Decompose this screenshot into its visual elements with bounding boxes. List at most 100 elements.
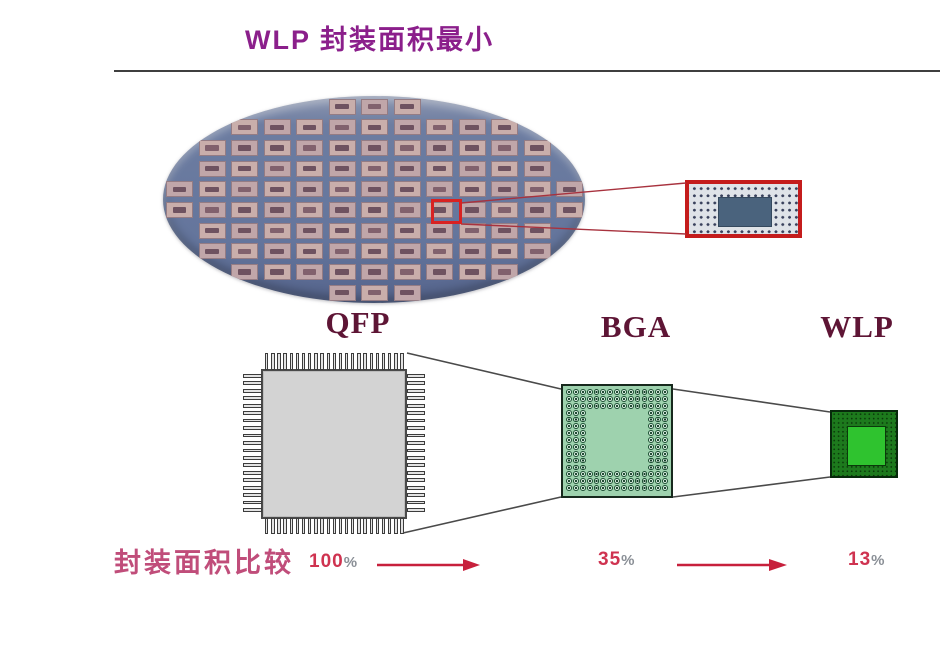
qfp-pin bbox=[407, 396, 425, 401]
wafer-die bbox=[491, 243, 518, 260]
bga-ball bbox=[614, 396, 620, 402]
bga-ball bbox=[579, 471, 586, 478]
bga-ball bbox=[614, 471, 620, 478]
bga-ball bbox=[579, 478, 586, 485]
die-core bbox=[718, 197, 772, 227]
wafer-die bbox=[393, 160, 421, 177]
bga-ball bbox=[648, 423, 655, 430]
qfp-pin bbox=[344, 353, 349, 370]
wafer-die bbox=[491, 119, 518, 136]
wafer-die bbox=[491, 181, 518, 198]
bga-ball bbox=[634, 485, 641, 491]
wafer-die bbox=[361, 264, 388, 281]
qfp-pin bbox=[283, 353, 287, 370]
wlp-die-core bbox=[847, 426, 886, 466]
page-title: WLP 封装面积最小 bbox=[245, 25, 494, 55]
qfp-pin bbox=[369, 518, 373, 534]
qfp-pin bbox=[320, 518, 324, 534]
qfp-pin bbox=[407, 508, 425, 512]
wafer-die bbox=[296, 264, 323, 281]
wafer-die bbox=[328, 139, 356, 156]
wafer-die bbox=[296, 202, 323, 218]
wafer-die bbox=[198, 181, 226, 198]
bga-ball bbox=[573, 471, 579, 478]
qfp-pin bbox=[243, 433, 262, 438]
arrow-bga-to-wlp bbox=[677, 559, 787, 571]
bga-ball bbox=[600, 478, 607, 485]
wafer-die bbox=[523, 139, 551, 156]
bga-ball bbox=[593, 485, 600, 491]
qfp-pin bbox=[407, 470, 425, 475]
bga-ball bbox=[579, 389, 586, 395]
bga-ball bbox=[662, 437, 668, 443]
bga-ball bbox=[641, 485, 648, 491]
wafer-die bbox=[393, 243, 421, 260]
wafer-die bbox=[328, 284, 356, 301]
qfp-pin bbox=[407, 403, 425, 408]
bga-ball bbox=[662, 396, 668, 402]
qfp-pin bbox=[289, 518, 293, 534]
wafer-die bbox=[458, 139, 486, 156]
bga-ball bbox=[607, 485, 614, 491]
bga-ball bbox=[573, 389, 579, 395]
qfp-pin bbox=[243, 374, 262, 378]
wafer-die bbox=[361, 222, 388, 239]
bga-ball bbox=[600, 485, 607, 491]
bga-ball bbox=[573, 423, 579, 430]
wafer-die bbox=[393, 98, 421, 115]
bga-ball bbox=[648, 396, 655, 402]
bga-ball bbox=[662, 402, 668, 409]
wafer-die bbox=[491, 160, 518, 177]
percent-sign: % bbox=[621, 552, 635, 569]
wafer-die bbox=[231, 264, 258, 281]
bga-ball bbox=[662, 423, 668, 430]
qfp-pin bbox=[301, 353, 306, 370]
bga-ball bbox=[627, 485, 634, 491]
bga-ball bbox=[566, 423, 572, 430]
qfp-pin bbox=[407, 478, 425, 483]
wafer-die bbox=[328, 119, 356, 136]
wafer-die bbox=[361, 160, 388, 177]
bga-ball bbox=[600, 402, 607, 409]
label-qfp: QFP bbox=[325, 305, 391, 340]
wafer-die bbox=[198, 202, 226, 218]
wafer-die bbox=[296, 243, 323, 260]
qfp-pin bbox=[394, 518, 398, 534]
title-underline bbox=[114, 70, 940, 72]
bga-ball bbox=[573, 444, 579, 450]
bga-ball bbox=[655, 402, 662, 409]
bga-ball bbox=[655, 409, 662, 416]
qfp-area-percent: 100% bbox=[309, 551, 357, 573]
qfp-pin bbox=[243, 396, 262, 401]
wafer-die bbox=[198, 243, 226, 260]
qfp-pin bbox=[243, 493, 262, 497]
qfp-pin bbox=[407, 433, 425, 438]
label-wlp: WLP bbox=[820, 309, 894, 344]
bga-ball bbox=[662, 430, 668, 437]
bga-ball bbox=[566, 457, 572, 464]
wafer-die bbox=[263, 139, 291, 156]
wafer-die bbox=[166, 181, 193, 198]
qfp-pin bbox=[243, 411, 262, 416]
wafer-die bbox=[263, 202, 291, 218]
wafer-die bbox=[523, 181, 551, 198]
wafer-die bbox=[198, 222, 226, 239]
wafer-die bbox=[296, 160, 323, 177]
bga-ball bbox=[648, 464, 655, 471]
wafer-die bbox=[393, 119, 421, 136]
bga-ball bbox=[579, 423, 586, 430]
wafer-die bbox=[523, 243, 551, 260]
bga-ball bbox=[566, 430, 572, 437]
bga-ball bbox=[621, 485, 627, 491]
qfp-pin bbox=[351, 518, 355, 534]
bga-ball bbox=[566, 485, 572, 491]
bga-ball bbox=[627, 389, 634, 395]
wafer-die bbox=[296, 181, 323, 198]
wafer-die bbox=[426, 243, 453, 260]
bga-ball bbox=[648, 430, 655, 437]
wafer-die bbox=[328, 160, 356, 177]
bga-ball bbox=[586, 402, 593, 409]
bga-ball bbox=[573, 437, 579, 443]
bga-ball bbox=[607, 402, 614, 409]
